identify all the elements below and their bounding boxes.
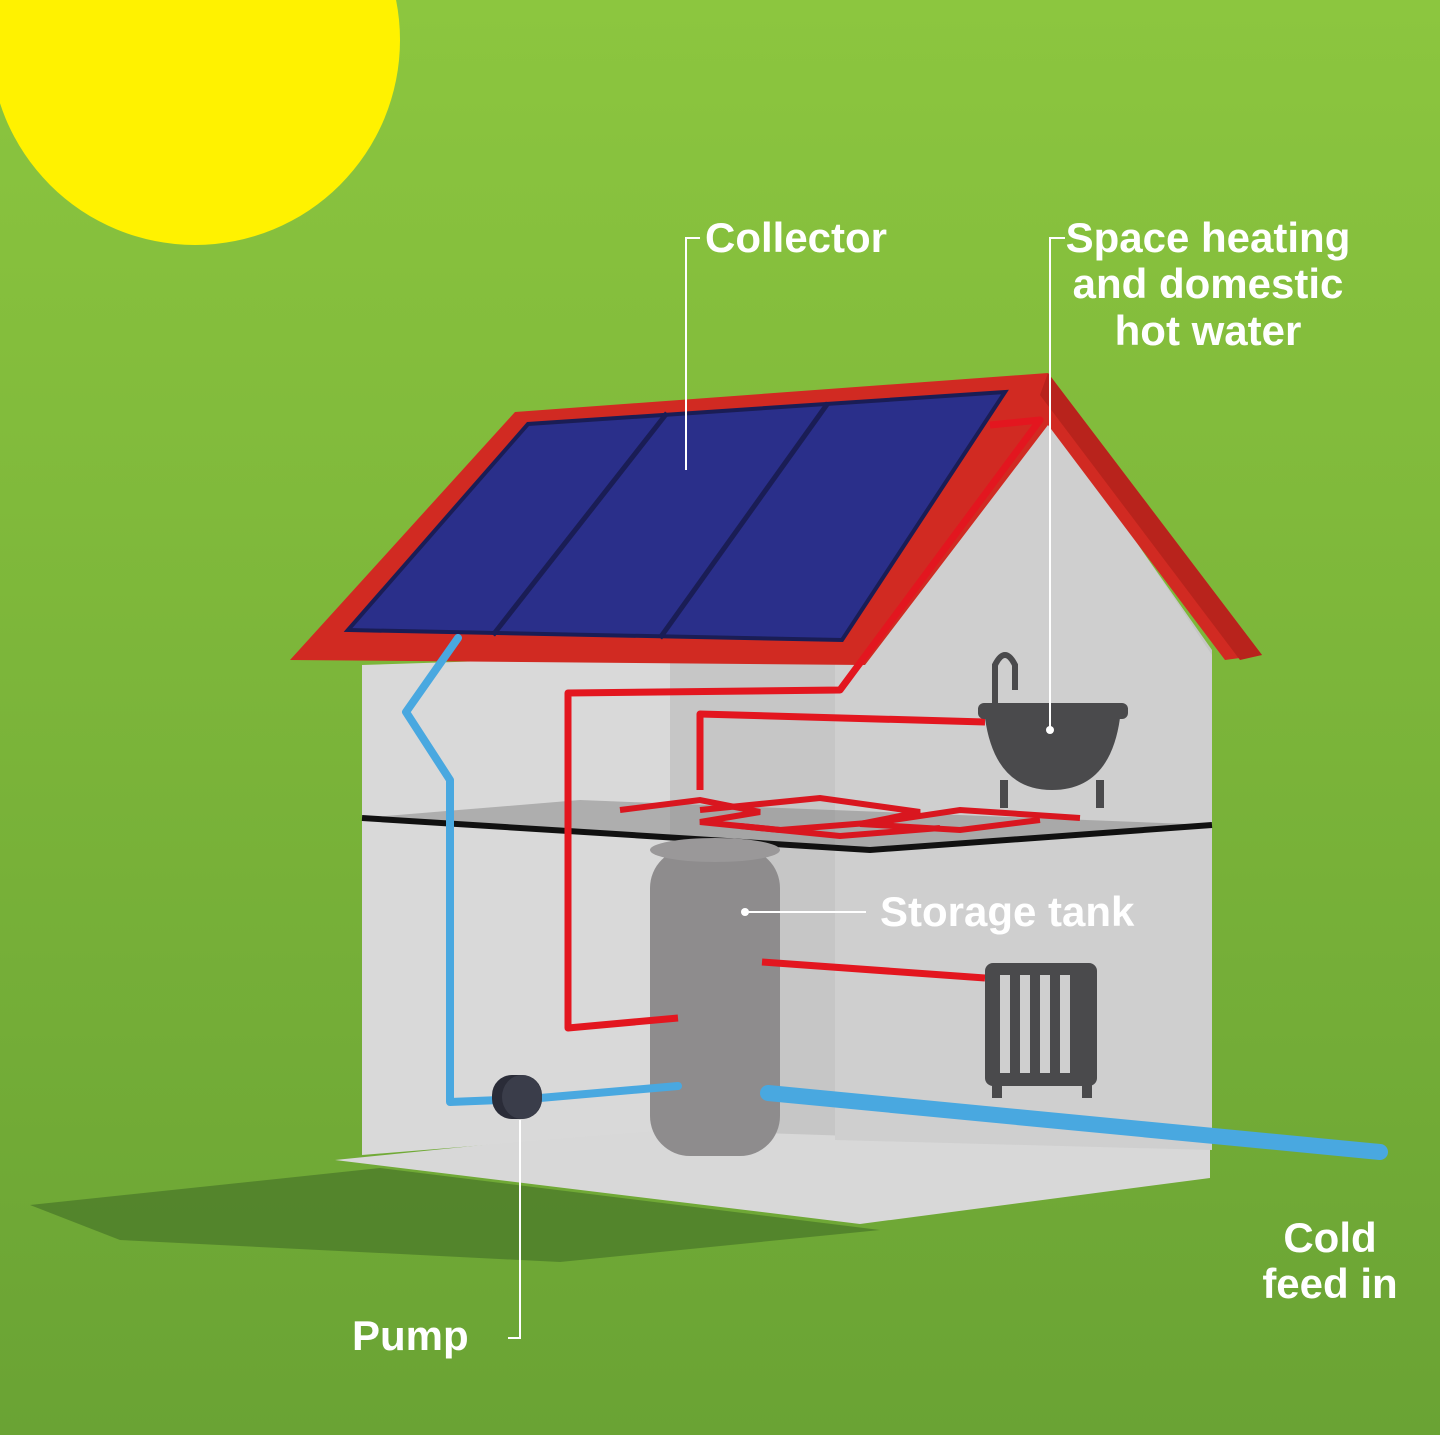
sun xyxy=(0,0,400,245)
label-space-heating-line1: Space heating xyxy=(1066,214,1351,261)
label-space-heating-line2: and domestic xyxy=(1073,260,1344,307)
bath-icon xyxy=(978,652,1128,808)
collector-divider xyxy=(657,401,831,640)
label-collector: Collector xyxy=(705,214,887,261)
storage-tank-top xyxy=(650,838,780,862)
label-pump: Pump xyxy=(352,1312,469,1359)
house-floor xyxy=(335,1128,1210,1224)
underfloor-heating xyxy=(619,794,1081,840)
radiator-icon xyxy=(985,963,1097,1098)
floor-line xyxy=(361,815,1213,854)
roof-edge xyxy=(1040,373,1262,660)
label-space-heating-line3: hot water xyxy=(1115,307,1302,354)
cold-feed-pipe xyxy=(760,1085,1388,1160)
storage-tank xyxy=(650,848,780,1156)
label-cold-feed-line1: Cold xyxy=(1283,1214,1376,1261)
ground-shadow xyxy=(30,1168,880,1262)
collector-divider xyxy=(491,411,669,637)
label-storage-tank: Storage tank xyxy=(880,888,1135,935)
label-cold-feed-line2: feed in xyxy=(1262,1260,1397,1307)
leader-dot xyxy=(1046,726,1054,734)
hot-pipes xyxy=(564,416,1044,1032)
first-floor-slab xyxy=(362,800,1212,850)
house-left-wall xyxy=(362,655,670,1155)
leader-lines xyxy=(508,237,1065,1339)
leader-dot xyxy=(741,908,749,916)
cold-pipes xyxy=(402,634,682,1106)
collector-panel xyxy=(343,389,1009,643)
pump-icon xyxy=(492,1075,542,1119)
